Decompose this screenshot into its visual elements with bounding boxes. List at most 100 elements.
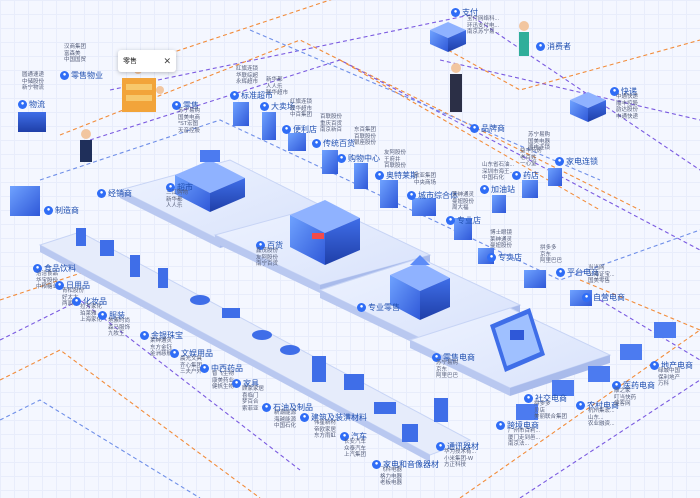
node-sublist-daily: 青松股份好太太两面针 bbox=[62, 288, 84, 308]
node-telecom[interactable]: ●通讯器材 bbox=[436, 441, 479, 452]
sublist-item: 华联综超 bbox=[236, 72, 259, 79]
node-label: 服装 bbox=[109, 311, 125, 320]
node-pin-icon: ● bbox=[172, 101, 181, 110]
node-pin-icon: ● bbox=[451, 8, 460, 17]
node-logistics[interactable]: ●物流 bbox=[18, 99, 45, 110]
sublist-item: 南京新百 bbox=[320, 127, 343, 134]
node-brand[interactable]: ●品牌商 bbox=[470, 123, 505, 134]
node-supermarket_seg[interactable]: ●超市 bbox=[166, 182, 193, 193]
node-pin-icon: ● bbox=[55, 281, 64, 290]
node-appliance[interactable]: ●家电和音像器材 bbox=[372, 459, 439, 470]
node-auto[interactable]: ●汽车 bbox=[340, 431, 367, 442]
node-medical_ec[interactable]: ●医药电商 bbox=[612, 380, 655, 391]
sublist-item: 莱绅通灵 bbox=[452, 192, 475, 198]
sublist-item: 健帆生物 bbox=[212, 384, 235, 391]
node-retail[interactable]: ●零售 bbox=[172, 100, 199, 111]
sublist-item: 青松股份 bbox=[62, 288, 85, 294]
left-objects bbox=[10, 78, 156, 216]
node-distributor[interactable]: ●经销商 bbox=[97, 188, 132, 199]
node-convenience[interactable]: ●便利店 bbox=[282, 124, 317, 135]
node-social_ec[interactable]: ●社交电商 bbox=[524, 393, 567, 404]
sublist-item: 曼妞股份 bbox=[452, 198, 475, 205]
sublist-item: 九牧王 bbox=[108, 331, 125, 338]
node-specialty[interactable]: ●专业店 bbox=[446, 215, 481, 226]
sublist-item: 银座股份 bbox=[354, 140, 377, 147]
node-sublist-self_ec: 当当网上海证宝...国美零售 bbox=[588, 265, 615, 285]
sublist-item: 富森美 bbox=[64, 50, 81, 57]
sublist-item: 飞科电器 bbox=[380, 467, 403, 473]
sublist-item: 长安汽车 bbox=[344, 439, 367, 445]
node-gas_station[interactable]: ●加油站 bbox=[480, 184, 515, 195]
node-supermarket[interactable]: ●大卖场 bbox=[260, 101, 295, 112]
node-local_ec[interactable]: ●地产电商 bbox=[650, 360, 693, 371]
node-label: 大卖场 bbox=[271, 102, 295, 111]
node-rural_ec[interactable]: ●农村电商 bbox=[576, 400, 619, 411]
sublist-item: 京东 bbox=[540, 251, 552, 258]
node-urban_complex[interactable]: ●城市综合体 bbox=[407, 190, 458, 201]
node-label: 农村电商 bbox=[587, 401, 619, 410]
node-department[interactable]: ●百货 bbox=[256, 240, 283, 251]
node-standard_super[interactable]: ●标准超市 bbox=[230, 90, 273, 101]
node-department_store_chain[interactable]: ●家电连锁 bbox=[555, 156, 598, 167]
node-culture[interactable]: ●文娱用品 bbox=[170, 348, 213, 359]
node-building[interactable]: ●建筑及装潢材料 bbox=[300, 412, 367, 423]
node-specialty_retail[interactable]: ●专业零售 bbox=[357, 302, 400, 313]
sublist-item: 绿城中国 bbox=[658, 368, 681, 374]
node-retail_goods[interactable]: ●零售物业 bbox=[60, 70, 103, 81]
node-jewelry[interactable]: ●金银珠宝 bbox=[140, 330, 183, 341]
node-outlets[interactable]: ●奥特莱斯 bbox=[375, 170, 418, 181]
node-sublist-furniture: 顾家家居喜临门梦百合索菲亚 bbox=[242, 386, 264, 412]
node-furniture[interactable]: ●家具 bbox=[232, 378, 259, 389]
node-oil[interactable]: ●石油及制品 bbox=[262, 402, 313, 413]
node-manufacturer[interactable]: ●制造商 bbox=[44, 205, 79, 216]
node-pin-icon: ● bbox=[282, 125, 291, 134]
sublist-item: 京东 bbox=[436, 366, 448, 373]
node-daily[interactable]: ●日用品 bbox=[55, 280, 90, 291]
node-pin-icon: ● bbox=[576, 401, 585, 410]
sublist-item: 新宁物流 bbox=[22, 85, 45, 92]
node-cross_border[interactable]: ●跨境电商 bbox=[496, 420, 539, 431]
sublist-item: 两面针 bbox=[62, 301, 79, 308]
sublist-item: 梦百合 bbox=[242, 399, 259, 406]
node-zhipay[interactable]: ●支付 bbox=[451, 7, 478, 18]
node-traditional_dept[interactable]: ●传统百货 bbox=[312, 138, 355, 149]
node-sublist-cosmetics: 拉芳家化珀莱雅上海家化 bbox=[80, 304, 102, 324]
node-drugstore[interactable]: ●药店 bbox=[512, 170, 539, 181]
node-pharma[interactable]: ●中西药品 bbox=[200, 363, 243, 374]
node-cosmetics[interactable]: ●化妆品 bbox=[72, 296, 107, 307]
sublist-item: 中储股份 bbox=[22, 78, 45, 85]
node-exclusive[interactable]: ●专卖店 bbox=[487, 252, 522, 263]
node-pin-icon: ● bbox=[97, 189, 106, 198]
node-kuaidi[interactable]: ●快递 bbox=[610, 86, 637, 97]
node-pin-icon: ● bbox=[170, 349, 179, 358]
node-self_ec[interactable]: ●自营电商 bbox=[582, 292, 625, 303]
sublist-item: 保利地产 bbox=[658, 374, 681, 381]
node-pin-icon: ● bbox=[480, 185, 489, 194]
sublist-item: 百联股份 bbox=[320, 114, 343, 120]
node-sublist-food: 洽洽食品华宝股份中粮糖业 bbox=[36, 271, 58, 291]
sublist-item: 红旗连锁 bbox=[290, 99, 313, 105]
sublist-item: 老板电器 bbox=[380, 480, 403, 487]
node-apparel[interactable]: ●服装 bbox=[98, 310, 125, 321]
node-ec_retail[interactable]: ●零售电商 bbox=[432, 352, 475, 363]
sublist-item: 森马服饰 bbox=[108, 324, 131, 331]
close-icon[interactable]: ✕ bbox=[163, 55, 171, 66]
retail-tooltip[interactable]: 零售 ✕ bbox=[118, 50, 176, 72]
sublist-item: 齐心集团 bbox=[180, 362, 203, 369]
node-consumer[interactable]: ●消费者 bbox=[536, 41, 571, 52]
node-pin-icon: ● bbox=[337, 154, 346, 163]
node-pin-icon: ● bbox=[60, 71, 69, 80]
ecommerce-screen bbox=[490, 308, 545, 372]
sublist-item: 人人乐 bbox=[166, 203, 183, 210]
sublist-item: 康之家 bbox=[614, 388, 631, 394]
node-food[interactable]: ●食品饮料 bbox=[33, 263, 76, 274]
sublist-item: 海越能源 bbox=[274, 416, 297, 423]
node-pin-icon: ● bbox=[512, 171, 521, 180]
node-mall[interactable]: ●购物中心 bbox=[337, 153, 380, 164]
node-sublist-specialty: 莱绅通灵曼妞股份周大福 bbox=[452, 192, 474, 212]
sublist-item: 重庆百货 bbox=[320, 120, 343, 127]
node-pin-icon: ● bbox=[582, 293, 591, 302]
node-platform[interactable]: ●平台电商 bbox=[556, 267, 599, 278]
node-label: 家具 bbox=[243, 379, 259, 388]
node-label: 城市综合体 bbox=[418, 191, 458, 200]
